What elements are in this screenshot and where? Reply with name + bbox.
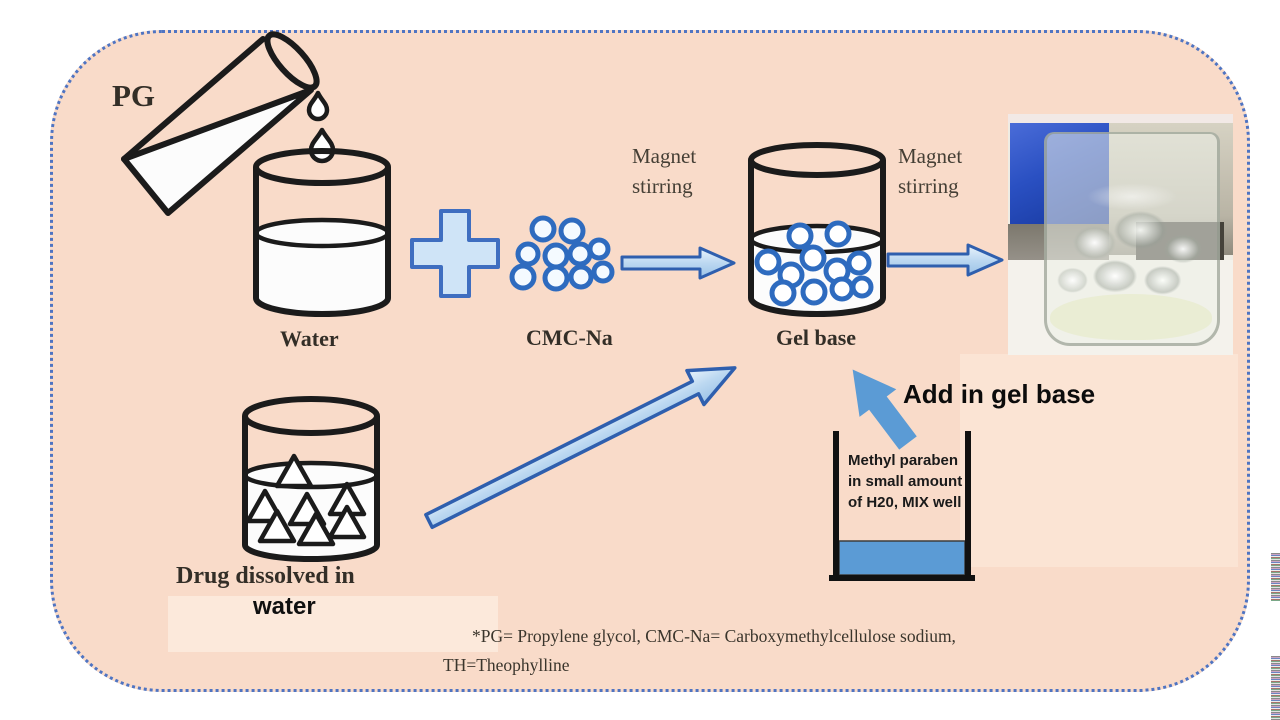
edge-artifact-bottom	[1271, 656, 1280, 720]
magnet-stirring-label-1: Magnet stirring	[632, 144, 697, 198]
highlight-rect-water	[168, 596, 498, 652]
methyl-note-line1: Methyl paraben	[848, 452, 959, 469]
water-beaker-label: Water	[280, 326, 339, 351]
gel-result-photo	[1008, 114, 1233, 355]
drug-dissolved-water-label: water	[253, 593, 316, 620]
abbreviation-footnote: *PG= Propylene glycol, CMC-Na= Carboxyme…	[443, 622, 973, 680]
edge-artifact-top	[1271, 553, 1280, 601]
magnet-stirring-label-2: Magnet stirring	[898, 144, 963, 198]
photo-top-strip	[1008, 114, 1233, 123]
highlight-rect-right	[960, 354, 1238, 567]
cmc-na-label: CMC-Na	[526, 325, 613, 350]
footnote-line1: *PG= Propylene glycol, CMC-Na= Carboxyme…	[472, 626, 956, 646]
footnote-line2: TH=Theophylline	[443, 655, 570, 675]
methyl-note-line2: in small amount	[848, 473, 963, 490]
methyl-note-line3: of H20, MIX well	[848, 494, 962, 511]
pg-label: PG	[112, 78, 156, 113]
drug-dissolved-label: Drug dissolved in	[176, 563, 355, 589]
photo-gel-liquid	[1050, 294, 1212, 340]
add-in-gel-base-label: Add in gel base	[903, 379, 1096, 409]
gel-base-label: Gel base	[776, 325, 857, 350]
methyl-paraben-note: Methyl paraben in small amount of H20, M…	[848, 450, 966, 513]
